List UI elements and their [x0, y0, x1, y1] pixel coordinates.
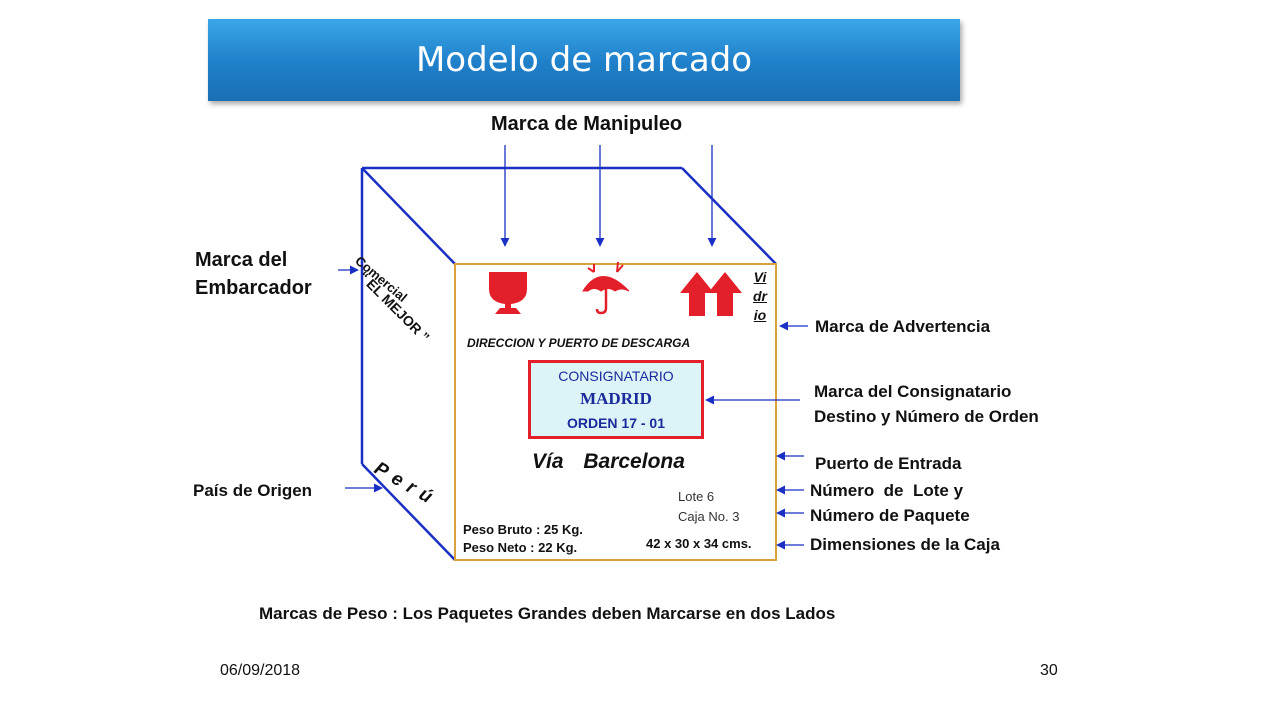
slide-date: 06/09/2018: [220, 662, 301, 679]
consignee-box: [528, 360, 704, 439]
this-way-up-arrows-icon: [680, 272, 742, 316]
label-consignatario-line1: Marca del Consignatario: [814, 382, 1012, 401]
box-front-face: [454, 263, 777, 561]
via-text: Vía Barcelona: [532, 450, 685, 473]
label-pais-origen: País de Origen: [193, 481, 313, 500]
indicator-arrows: [338, 145, 808, 550]
label-embarcador: Marca del Embarcador: [195, 249, 312, 299]
warning-vidrio: Vidrio: [753, 269, 767, 323]
consignee-title: CONSIGNATARIO: [558, 368, 674, 384]
dimensions-value: 42 x 30 x 34 cms.: [646, 536, 752, 551]
fragile-glass-icon: [489, 272, 527, 314]
label-puerto-entrada: Puerto de Entrada: [815, 454, 962, 473]
title-banner: [208, 19, 960, 101]
label-dimensiones: Dimensiones de la Caja: [810, 535, 1000, 554]
caja-value: Caja No. 3: [678, 509, 740, 524]
peso-bruto-text: Peso Bruto : 25 Kg.: [463, 522, 583, 537]
direccion-text: DIRECCION Y PUERTO DE DESCARGA: [467, 336, 691, 350]
keep-dry-umbrella-icon: [582, 261, 630, 315]
peso-neto-text: Peso Neto : 22 Kg.: [463, 540, 578, 555]
slide-page-number: 30: [1040, 662, 1058, 679]
consignee-city: MADRID: [580, 389, 652, 408]
box-outline: [360, 166, 777, 561]
label-numero-lote: Número de Lote y: [810, 481, 964, 500]
label-advertencia: Marca de Advertencia: [815, 317, 991, 336]
consignee-order: ORDEN 17 - 01: [566, 415, 666, 431]
label-numero-paquete: Número de Paquete: [810, 506, 970, 525]
label-marcas-peso: Marcas de Peso : Los Paquetes Grandes de…: [259, 604, 836, 623]
lote-value: Lote 6: [678, 489, 715, 504]
slide-title: Modelo de marcado: [415, 40, 753, 80]
label-consignatario-line2: Destino y Número de Orden: [814, 407, 1039, 426]
label-manipuleo: Marca de Manipuleo: [491, 113, 683, 135]
label-consignatario: Marca del Consignatario Destino y Número…: [814, 379, 1039, 429]
